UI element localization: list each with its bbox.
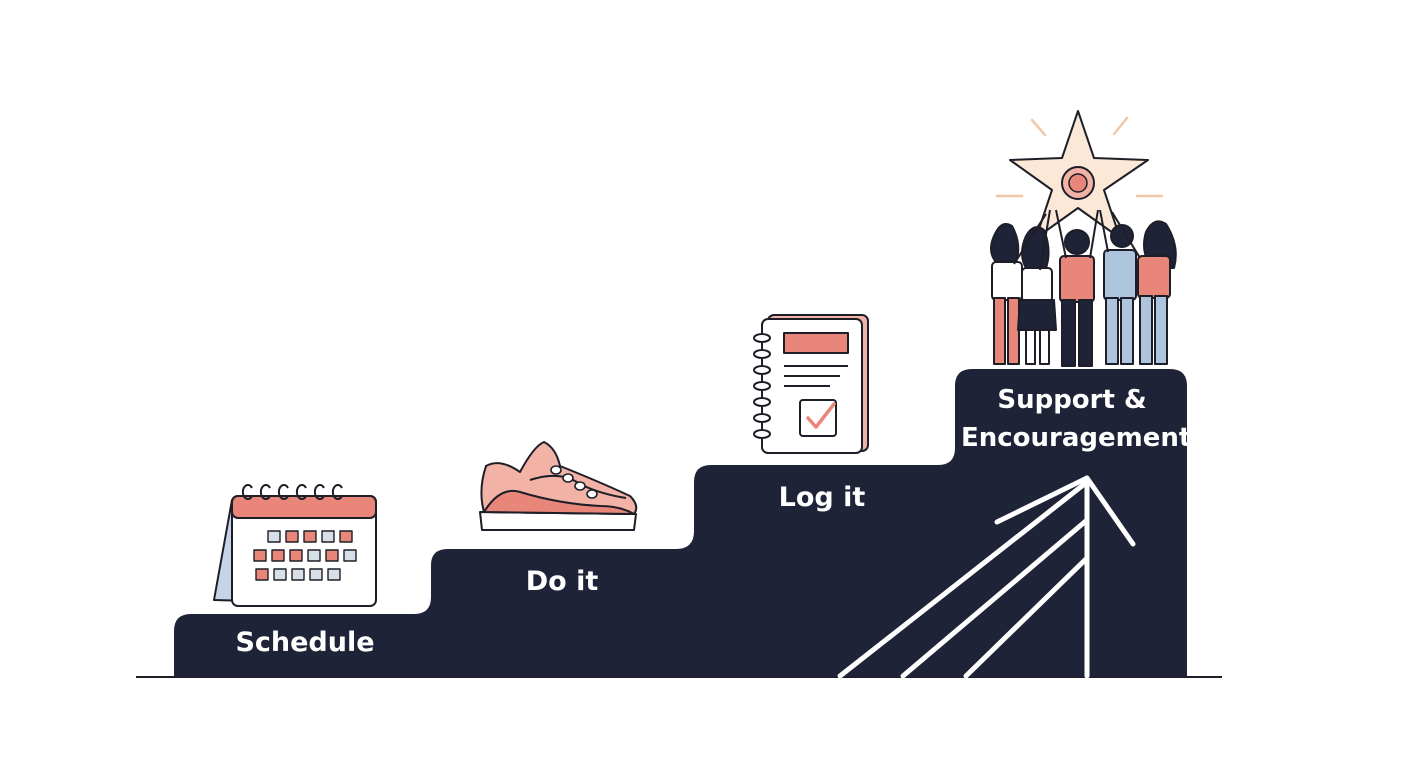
step-label-do-it: Do it <box>462 563 662 601</box>
calendar-icon <box>214 485 376 606</box>
step-label-support-line-1: Support & <box>961 381 1183 419</box>
sneaker-icon <box>480 442 636 530</box>
notebook-check-icon <box>754 315 868 453</box>
step-label-schedule: Schedule <box>205 624 405 662</box>
team-star-icon <box>991 111 1176 366</box>
step-label-log-it: Log it <box>722 479 922 517</box>
step-label-support-line-2: Encouragement <box>961 419 1183 457</box>
